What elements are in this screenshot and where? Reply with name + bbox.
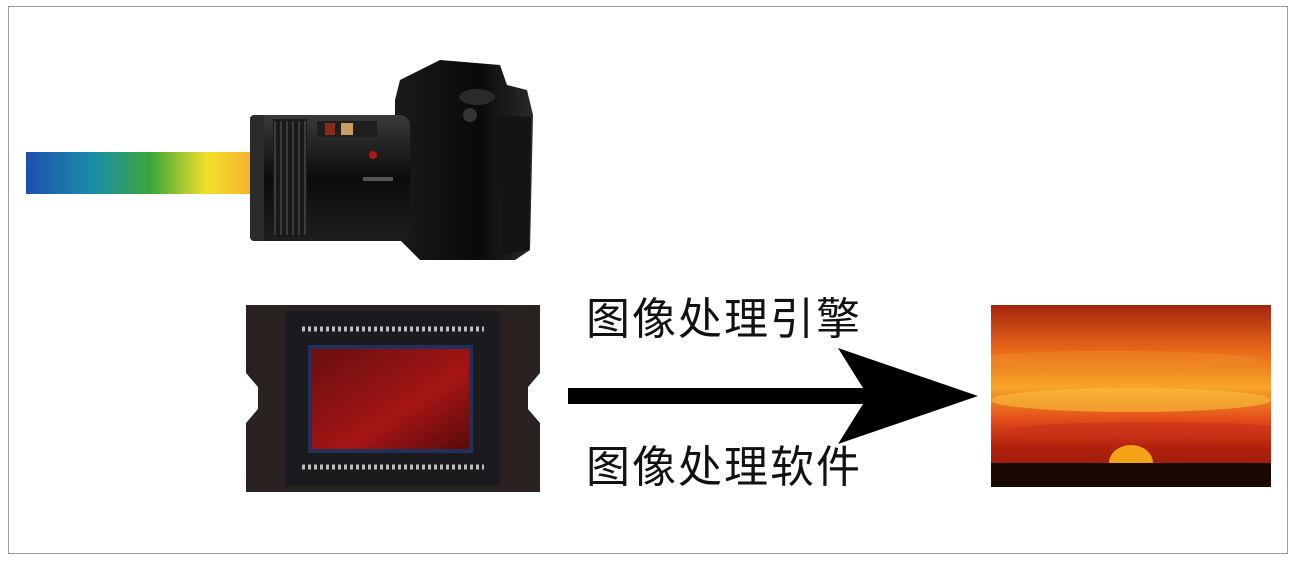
image-processing-engine-label: 图像处理引擎 (586, 294, 862, 345)
image-sensor-icon (246, 305, 540, 492)
dslr-camera-icon (245, 55, 535, 265)
right-arrow-icon (568, 348, 978, 444)
diagram-frame (8, 6, 1288, 554)
sunset-photo-icon (991, 305, 1271, 487)
image-processing-software-label: 图像处理软件 (586, 442, 862, 493)
light-spectrum-icon (26, 152, 252, 194)
